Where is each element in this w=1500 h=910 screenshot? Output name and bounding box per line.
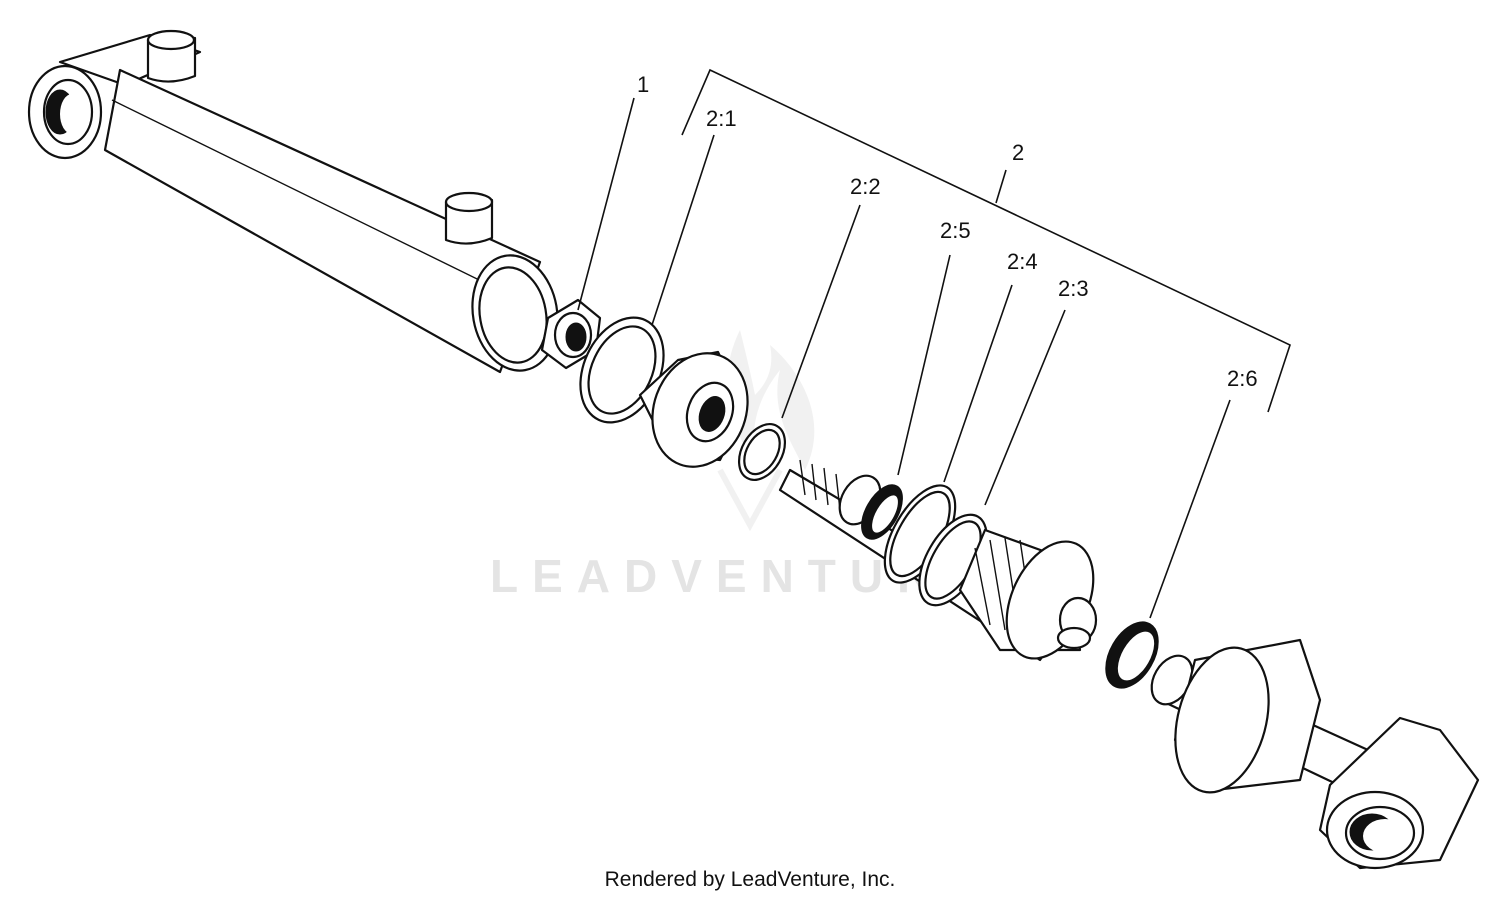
callout-2-1: 2:1 — [706, 106, 737, 131]
rod-end — [1150, 638, 1480, 870]
piston-assembly — [778, 459, 1098, 662]
callout-2: 2 — [1012, 140, 1024, 165]
callout-1: 1 — [637, 72, 649, 97]
callout-2-3: 2:3 — [1058, 276, 1089, 301]
cylinder-barrel — [27, 29, 559, 374]
callout-2-4: 2:4 — [1007, 249, 1038, 274]
callout-2-2: 2:2 — [850, 174, 881, 199]
credit-line: Rendered by LeadVenture, Inc. — [604, 868, 896, 891]
part-2-2-gland — [638, 350, 749, 468]
callout-2-6: 2:6 — [1227, 366, 1258, 391]
part-2-6-seal — [1105, 621, 1159, 689]
part-2-2-small-ring — [737, 423, 787, 481]
callout-2-5: 2:5 — [940, 218, 971, 243]
assembly-2-bracket — [681, 68, 1291, 413]
leader-lines — [577, 97, 1231, 619]
